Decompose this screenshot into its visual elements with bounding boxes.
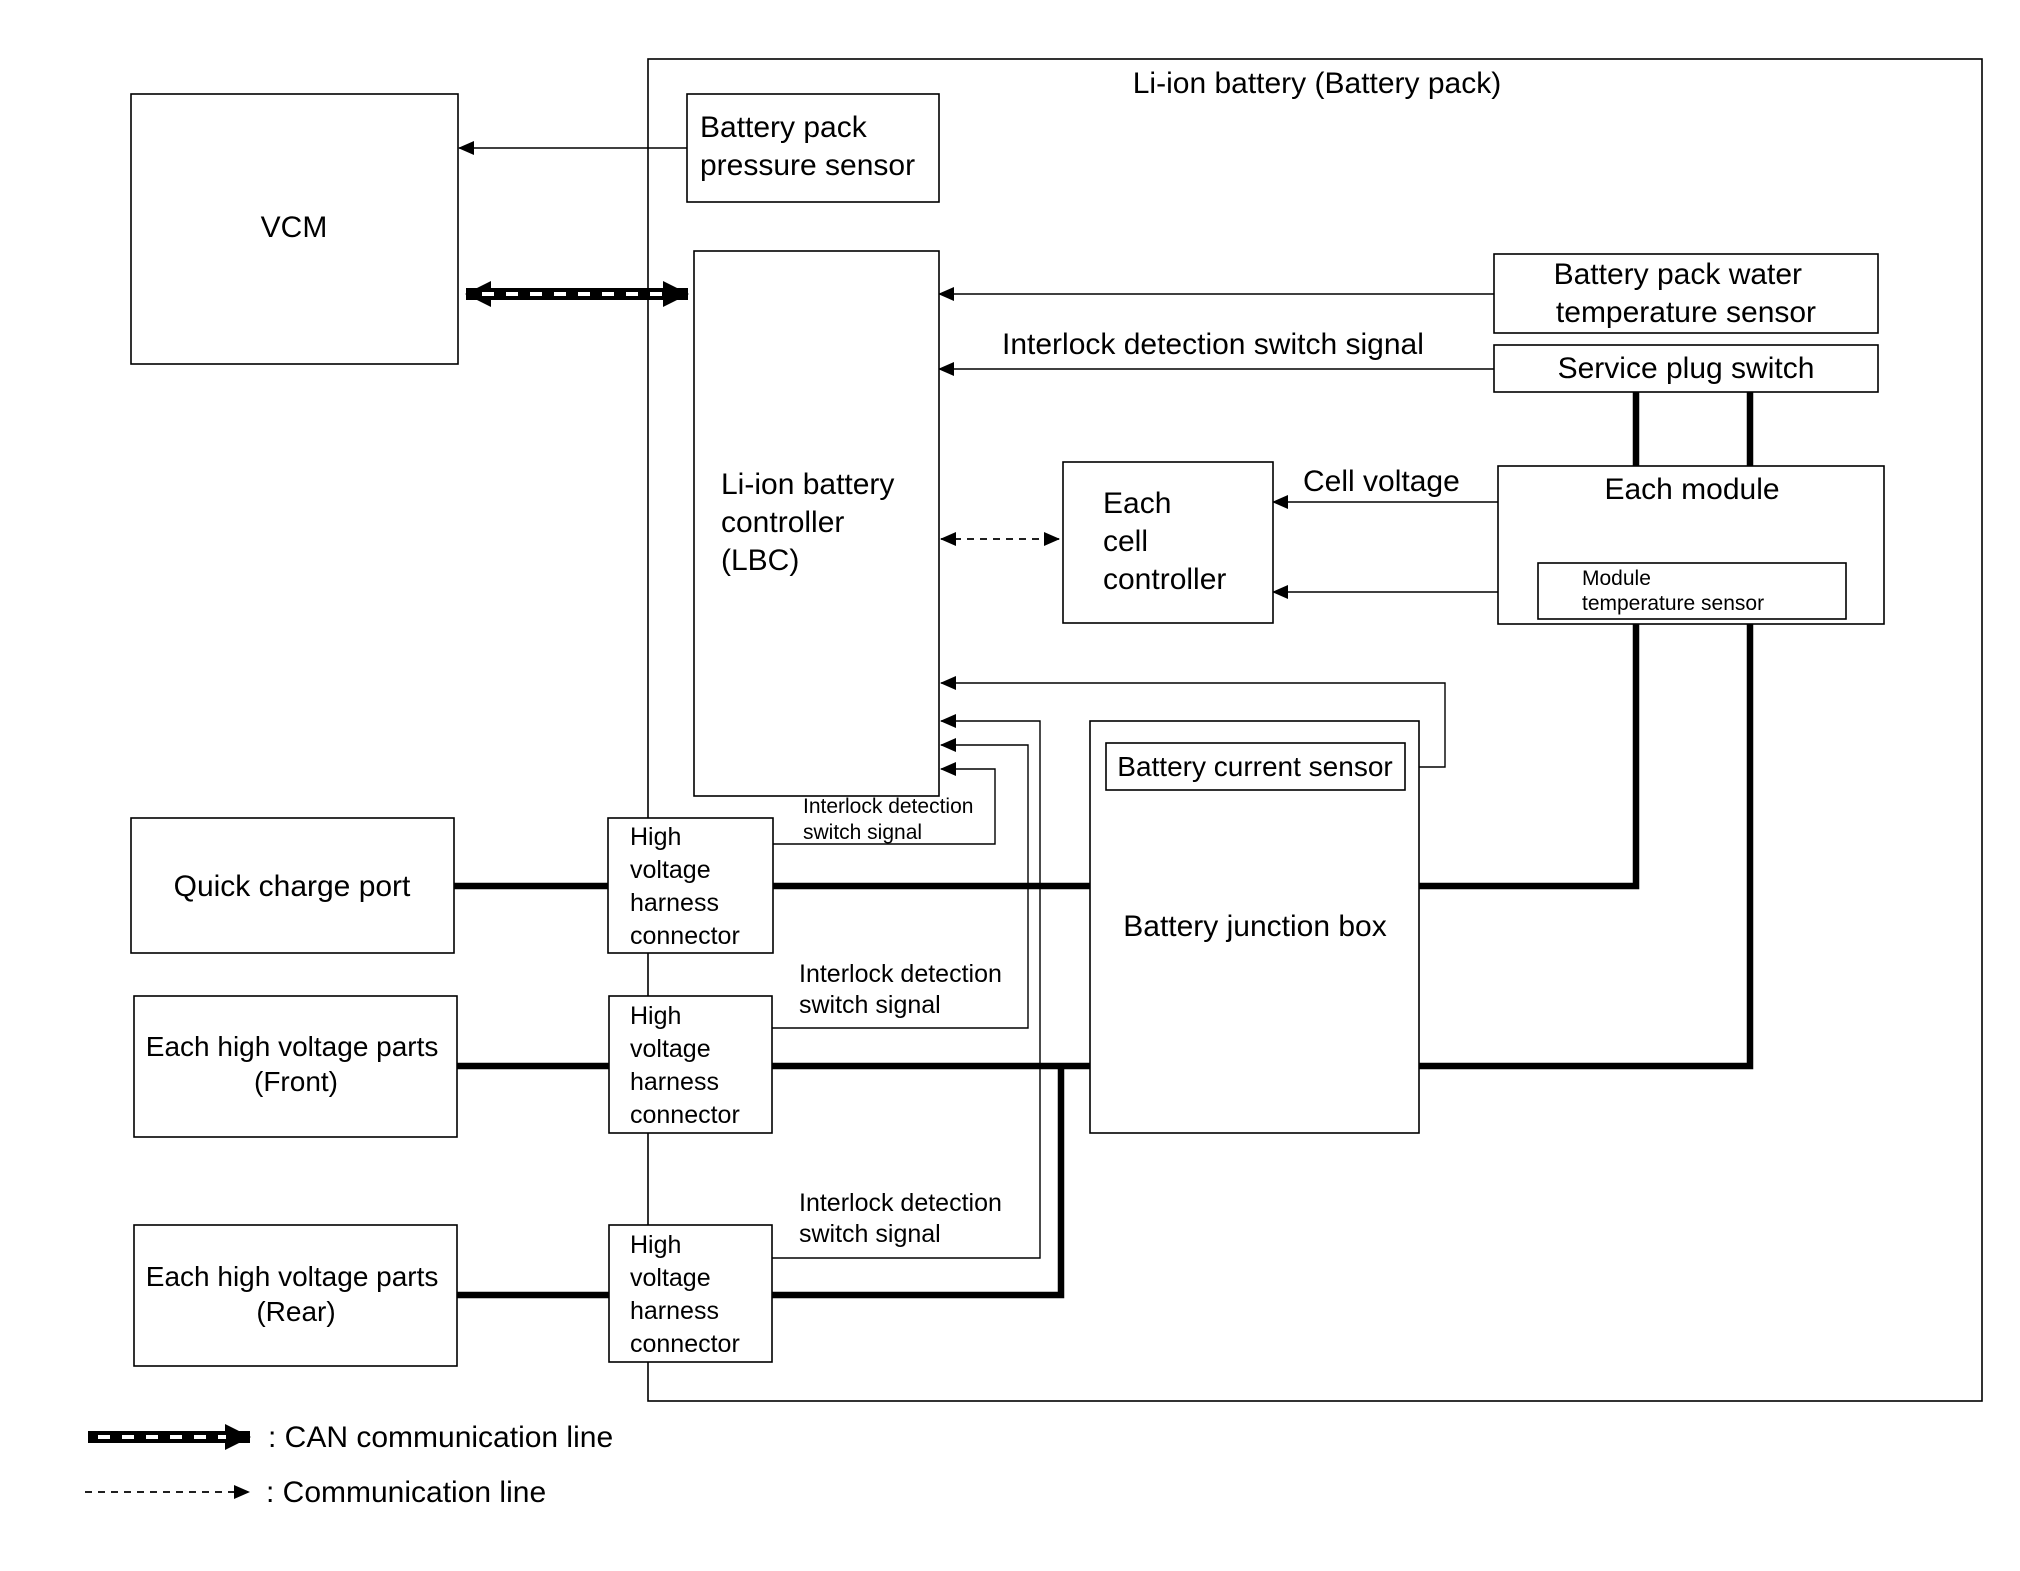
- svg-text:High voltage harne: High voltage harness connector: [630, 1231, 740, 1358]
- lbc-label: Li-ion battery controller (LBC): [721, 468, 903, 577]
- hv-parts-rear-box: [133, 1224, 458, 1367]
- module-temp-sensor-box: [1537, 562, 1847, 620]
- hv-line-junction-module-left: [1419, 624, 1640, 890]
- hv-line-rear-to-junction: [772, 1066, 1065, 1299]
- legend-comm-line: : Communication line: [85, 1476, 546, 1509]
- quick-charge-port-label: Quick charge port: [174, 870, 411, 903]
- vcm-label: VCM: [261, 211, 328, 244]
- battery-pack-title: Li-ion battery (Battery pack): [1133, 67, 1501, 100]
- service-plug-switch-box: [1493, 344, 1879, 393]
- legend-can-label: : CAN communication line: [268, 1421, 613, 1454]
- hv-connector-3: High voltage harness connector: [608, 1224, 773, 1363]
- interlock-label-3: Interlock detection switch signal: [799, 1189, 1009, 1248]
- lbc-box: [693, 250, 940, 797]
- legend-comm-label: : Communication line: [266, 1476, 546, 1509]
- junction-box-label: Battery junction box: [1123, 910, 1386, 943]
- battery-pack-frame: [647, 58, 1983, 1402]
- svg-text:High voltage harne: High voltage harness connector: [630, 1002, 740, 1129]
- quick-charge-port-box: [130, 817, 455, 954]
- hv-parts-front-label: Each high voltage parts (Front): [146, 1031, 446, 1097]
- hv-connector-2: High voltage harness connector: [608, 995, 773, 1134]
- legend-can-line: : CAN communication line: [88, 1421, 613, 1454]
- interlock-line-1: [773, 762, 996, 845]
- cell-voltage-label: Cell voltage: [1303, 465, 1460, 498]
- svg-text:High voltage harne: High voltage harness connector: [630, 823, 740, 950]
- hv-connector-1: High voltage harness connector: [607, 817, 774, 954]
- hv-line-junction-module-right: [1419, 624, 1754, 1070]
- current-sensor-label: Battery current sensor: [1117, 751, 1392, 782]
- service-plug-switch-label: Service plug switch: [1558, 352, 1815, 385]
- module-temp-sensor-label: Module temperature sensor: [1582, 567, 1764, 615]
- current-sensor-signal-arrow: [940, 676, 1446, 768]
- interlock-line-3: [772, 714, 1041, 1259]
- interlock-signal-label: Interlock detection switch signal: [1002, 328, 1424, 361]
- water-temp-sensor-label: Battery pack water temperature sensor: [1554, 258, 1816, 329]
- vcm-box: [130, 93, 459, 365]
- hv-parts-front-box: [133, 995, 458, 1138]
- pressure-sensor-box: [686, 93, 940, 203]
- current-sensor-box: [1105, 742, 1406, 791]
- interlock-label-1: Interlock detection switch signal: [803, 795, 979, 844]
- water-temp-sensor-box: [1493, 253, 1879, 334]
- hv-parts-rear-label: Each high voltage parts (Rear): [146, 1261, 446, 1327]
- pressure-sensor-label: Battery pack pressure sensor: [700, 111, 915, 182]
- cell-controller-label: Each cell controller: [1103, 487, 1226, 596]
- each-module-label: Each module: [1604, 473, 1779, 506]
- cell-controller-box: [1062, 461, 1274, 624]
- interlock-label-2: Interlock detection switch signal: [799, 960, 1009, 1019]
